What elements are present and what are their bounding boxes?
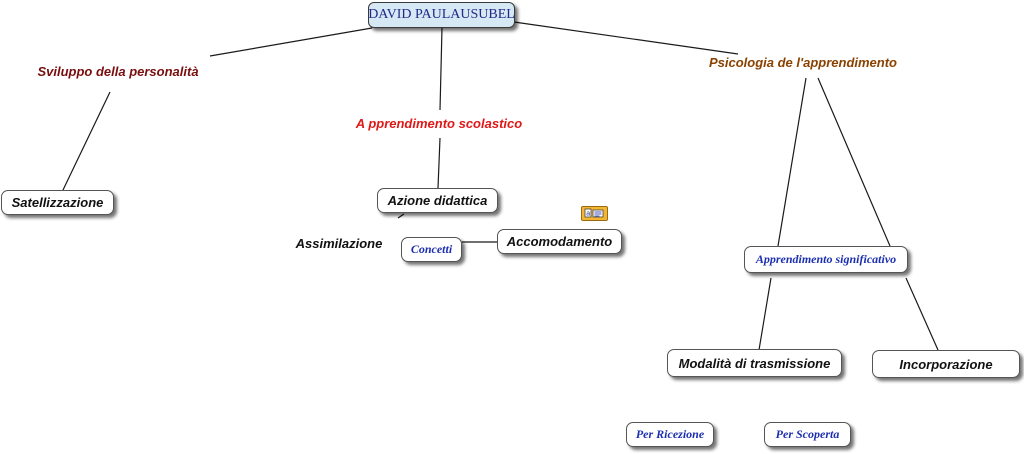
- link-root-scolastico: [439, 27, 443, 111]
- node-psicologia-label: Psicologia de l'apprendimento: [708, 54, 897, 70]
- node-azione-didattica[interactable]: Azione didattica: [377, 188, 498, 213]
- node-concetti[interactable]: Concetti: [401, 237, 462, 262]
- node-incorporazione-label: Incorporazione: [899, 356, 993, 372]
- document-resource-icon[interactable]: a: [581, 206, 608, 221]
- root-label: DAVID PAULAUSUBEL: [368, 7, 515, 22]
- node-per-scoperta[interactable]: Per Scoperta: [764, 422, 851, 447]
- node-apprendimento-scolastico-label: A pprendimento scolastico: [355, 115, 523, 131]
- node-accomodamento-label: Accomodamento: [506, 234, 613, 249]
- link-root-sviluppo: [209, 27, 373, 57]
- node-assimilazione[interactable]: Assimilazione: [290, 232, 388, 254]
- link-significativo-incorporazione: [905, 277, 939, 351]
- node-satellizzazione[interactable]: Satellizzazione: [1, 190, 114, 215]
- node-modalita-label: Modalità di trasmissione: [678, 355, 831, 371]
- node-per-ricezione-label: Per Ricezione: [635, 427, 705, 441]
- node-assimilazione-label: Assimilazione: [295, 235, 383, 251]
- node-concetti-label: Concetti: [410, 242, 453, 256]
- node-apprendimento-scolastico[interactable]: A pprendimento scolastico: [347, 112, 531, 134]
- link-significativo-modalita: [758, 277, 772, 351]
- link-psicologia-significativo-a: [777, 77, 807, 247]
- node-psicologia[interactable]: Psicologia de l'apprendimento: [700, 51, 906, 73]
- node-sviluppo[interactable]: Sviluppo della personalità: [28, 60, 208, 82]
- node-accomodamento[interactable]: Accomodamento: [497, 229, 622, 254]
- node-satellizzazione-label: Satellizzazione: [11, 195, 104, 210]
- link-azione-assimilazione: [397, 213, 405, 219]
- link-sviluppo-satellizzazione: [62, 91, 111, 191]
- document-resource-glyph: a: [584, 208, 604, 218]
- node-per-ricezione[interactable]: Per Ricezione: [626, 422, 714, 447]
- link-root-psicologia: [513, 21, 739, 55]
- link-scolastico-azione: [437, 137, 441, 189]
- root-node[interactable]: DAVID PAULAUSUBEL: [368, 2, 515, 28]
- node-per-scoperta-label: Per Scoperta: [775, 427, 840, 441]
- node-incorporazione[interactable]: Incorporazione: [872, 350, 1020, 378]
- node-azione-didattica-label: Azione didattica: [387, 193, 488, 208]
- node-apprendimento-significativo-label: Apprendimento significativo: [755, 252, 897, 266]
- node-sviluppo-label: Sviluppo della personalità: [37, 63, 199, 79]
- node-apprendimento-significativo[interactable]: Apprendimento significativo: [744, 246, 908, 273]
- svg-text:a: a: [586, 211, 590, 218]
- node-modalita-trasmissione[interactable]: Modalità di trasmissione: [667, 349, 842, 377]
- link-psicologia-significativo-b: [817, 77, 891, 247]
